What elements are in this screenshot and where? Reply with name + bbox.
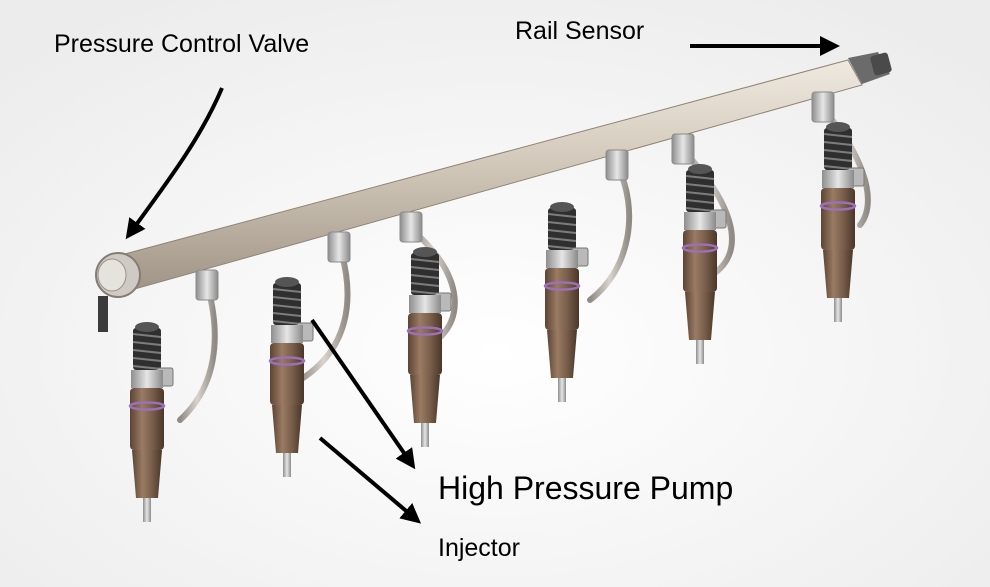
arrow-injector [318,436,422,524]
pressure-control-valve-part [95,252,141,332]
callout-arrows [125,36,840,524]
arrow-pressure-control-valve [125,87,224,240]
common-rail [109,52,892,293]
label-pressure-control-valve: Pressure Control Valve [54,30,310,58]
arrow-high-pressure-pump [310,318,416,470]
rail-fittings [195,91,835,301]
label-injector: Injector [438,534,520,562]
label-high-pressure-pump: High Pressure Pump [438,470,734,506]
label-rail-sensor: Rail Sensor [515,17,645,45]
